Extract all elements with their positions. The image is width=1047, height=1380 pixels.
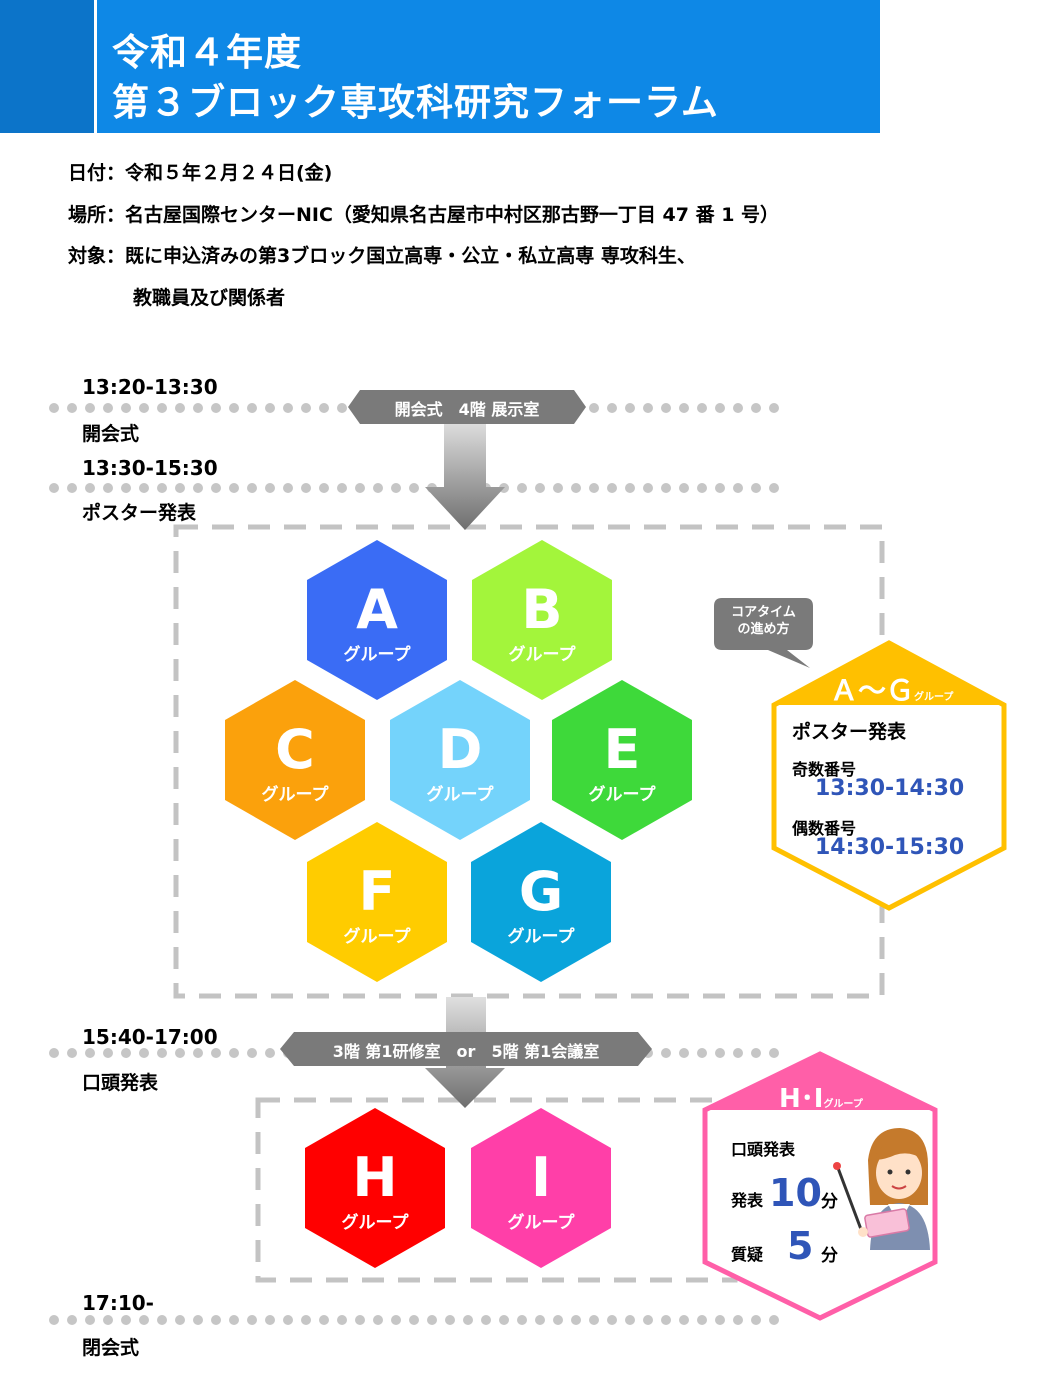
presenter-illustration (833, 1128, 930, 1250)
info-target-cont: 教職員及び関係者 (133, 287, 286, 309)
group-suffix-h: グループ (341, 1213, 409, 1233)
hex-group-d (390, 680, 530, 840)
info-date: 日付：令和５年２月２４日(金) (68, 162, 333, 184)
oral-card-qa-label: 質疑 (731, 1245, 764, 1264)
hex-group-b (472, 540, 612, 700)
group-letter-g: G (518, 860, 564, 923)
oral-card-title: H･Iグループ (779, 1078, 863, 1115)
poster-card-heading: ポスター発表 (792, 721, 907, 743)
hex-group-c (225, 680, 365, 840)
oral-card-title-band (705, 1054, 935, 1110)
schedule-time-opening: 13:20-13:30 (82, 375, 218, 399)
opening-venue-label: 開会式 4階 展示室 (394, 400, 540, 419)
schedule-name-poster: ポスター発表 (82, 502, 197, 524)
group-suffix-a: グループ (343, 645, 411, 665)
speech-bubble-line-2: の進め方 (737, 622, 790, 637)
schedule-time-oral: 15:40-17:00 (82, 1025, 218, 1049)
speech-bubble (714, 598, 813, 668)
poster-card-title-text: Ａ～Ｇ (830, 674, 915, 707)
schedule-name-closing: 閉会式 (82, 1337, 140, 1359)
arrow-to-poster (425, 420, 505, 530)
title-separator (94, 0, 97, 133)
hex-group-e (552, 680, 692, 840)
schedule-time-poster: 13:30-15:30 (82, 456, 218, 480)
hex-group-f (307, 822, 447, 982)
info-place: 場所：名古屋国際センターNIC（愛知県名古屋市中村区那古野一丁目 47 番 1 … (68, 204, 780, 226)
title-bar: 令和４年度 第３ブロック専攻科研究フォーラム (0, 0, 880, 133)
title-line-2: 第３ブロック専攻科研究フォーラム (112, 81, 719, 124)
schedule-name-opening: 開会式 (82, 423, 140, 445)
hex-group-a (307, 540, 447, 700)
title-line-1: 令和４年度 (112, 31, 302, 74)
group-suffix-i: グループ (507, 1213, 575, 1233)
poster-card-odd-time: 13:30-14:30 (815, 776, 965, 801)
group-suffix-g: グループ (507, 927, 575, 947)
oral-card-title-suffix: グループ (823, 1099, 863, 1110)
group-letter-i: I (530, 1146, 552, 1209)
opening-venue-pill (348, 390, 586, 424)
oral-card-qa-value: 5 (787, 1224, 814, 1268)
group-suffix-f: グループ (343, 927, 411, 947)
oral-venue-label: 3階 第1研修室 or 5階 第1会議室 (332, 1042, 600, 1061)
oral-card-talk-value: 10 (769, 1171, 822, 1215)
oral-card-title-text: H･I (779, 1084, 824, 1114)
poster-card-title-suffix: グループ (914, 692, 954, 703)
title-stripe (0, 0, 94, 133)
poster-card-odd-label: 奇数番号 (792, 760, 857, 779)
oral-card: H･Iグループ 口頭発表 発表 10 分 質疑 5 分 (705, 1054, 935, 1318)
group-letter-b: B (521, 578, 563, 641)
oral-card-talk-label: 発表 (731, 1191, 764, 1210)
group-letter-d: D (437, 718, 483, 781)
group-suffix-c: グループ (261, 785, 329, 805)
group-letter-e: E (603, 718, 641, 781)
hex-group-h (305, 1108, 445, 1268)
poster-card-title-band (774, 643, 1004, 705)
group-suffix-b: グループ (508, 645, 576, 665)
group-letter-f: F (358, 860, 396, 923)
hex-group-i (471, 1108, 611, 1268)
speech-bubble-text: コアタイム の進め方 (714, 604, 813, 638)
group-letter-a: A (356, 578, 398, 641)
poster-card: Ａ～Ｇグループ ポスター発表 奇数番号 13:30-14:30 偶数番号 14:… (774, 643, 1004, 908)
group-letter-c: C (275, 718, 315, 781)
group-suffix-d: グループ (426, 785, 494, 805)
hex-group-g (471, 822, 611, 982)
oral-card-talk-unit: 分 (821, 1192, 838, 1212)
info-target: 対象：既に申込済みの第3ブロック国立高専・公立・私立高専 専攻科生、 (68, 245, 696, 267)
group-suffix-e: グループ (588, 785, 656, 805)
poster-card-even-label: 偶数番号 (792, 819, 857, 838)
oral-card-qa-unit: 分 (821, 1246, 838, 1266)
poster-card-even-time: 14:30-15:30 (815, 835, 965, 860)
oral-frame (255, 1097, 738, 1283)
oral-venue-pill (280, 1032, 652, 1066)
schedule-name-oral: 口頭発表 (82, 1072, 159, 1094)
oral-card-heading: 口頭発表 (731, 1140, 796, 1159)
schedule-time-closing: 17:10- (82, 1291, 154, 1315)
speech-bubble-line-1: コアタイム (731, 605, 796, 620)
group-letter-h: H (352, 1146, 398, 1209)
poster-card-title: Ａ～Ｇグループ (830, 669, 953, 709)
